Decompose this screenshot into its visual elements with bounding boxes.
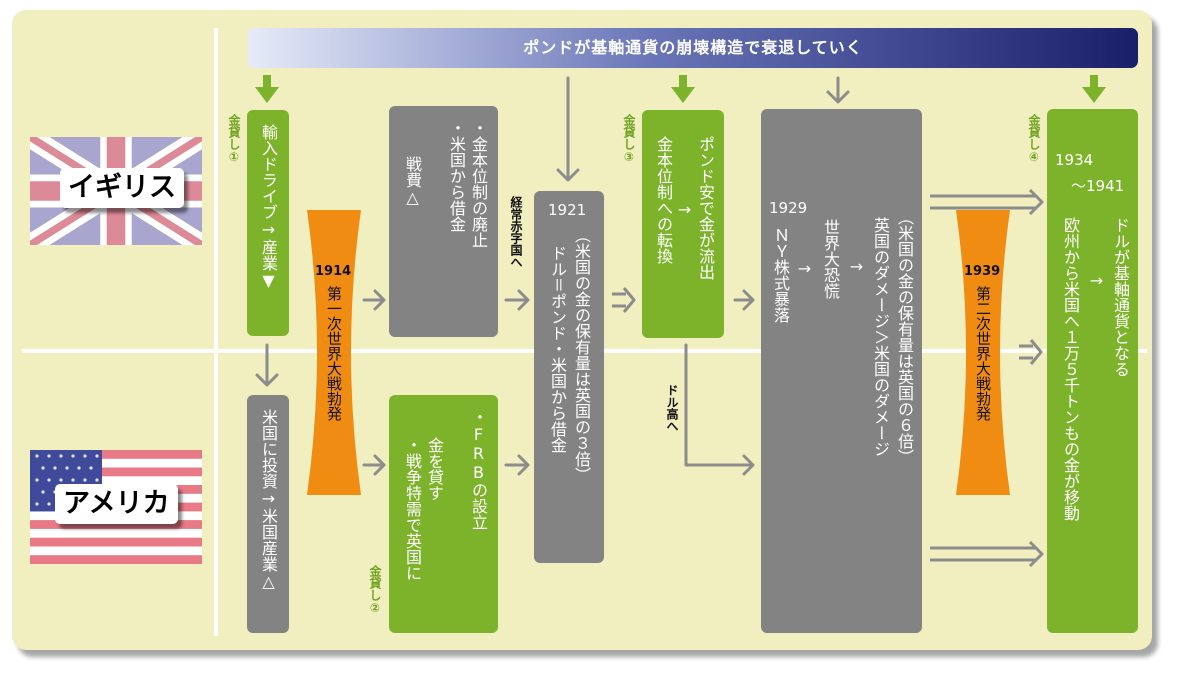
year-1929: 1929 [769, 199, 808, 217]
ww2-text: 第二次世界大戦勃発 [974, 286, 992, 421]
box-1929: 1929 ＮＹ株式暴落 → 世界大恐慌 → 英国のダメージ＞米国のダメージ （米… [761, 109, 922, 633]
banner-green-arrows [255, 75, 1106, 103]
final-box: 1934 ～1941 ドルが基軸通貨となる → 欧州から米国へ１万５千トンもの金… [1047, 109, 1138, 633]
vertical-divider [214, 28, 218, 636]
banner: ポンドが基軸通貨の崩壊構造で衰退していく [248, 28, 1138, 68]
us-label: アメリカ [55, 484, 178, 524]
ww2-year: 1939 [964, 264, 1001, 279]
dollar-high-note: ドル高へ [665, 384, 679, 432]
uk-war-box: ・金本位制の廃止 ・米国から借金 戦費△ [389, 106, 498, 337]
us-industry-box: 米国に投資→米国産業△ [247, 395, 289, 633]
ww1-year: 1914 [315, 264, 352, 279]
year-1921: 1921 [548, 201, 587, 219]
ww2-hourglass-shape [956, 210, 1010, 495]
deficit-note: 経常赤字国へ [509, 196, 523, 268]
loan-2-label: 金貸し② [368, 565, 382, 615]
pound-box: ポンド安で金が流出 → 金本位制への転換 [642, 110, 724, 338]
year-1941: ～1941 [1071, 177, 1125, 195]
loan-4-label: 金貸し④ [1027, 114, 1041, 164]
loan-3-label: 金貸し③ [622, 114, 636, 164]
uk-industry-box: 輸入ドライブ→産業▼ [247, 110, 289, 336]
year-1934: 1934 [1055, 151, 1094, 169]
loan-1-label: 金貸し① [227, 114, 241, 164]
gray-arrows [255, 76, 850, 476]
double-arrows [612, 188, 1044, 568]
ww1-hourglass-shape [307, 210, 361, 495]
box-1921: 1921 （米国の金の保有量は英国の３倍） ドル＝ポンド・米国から借金 [534, 191, 604, 563]
us-war-box: ・FRBの設立 金を貸す ・戦争特需で英国に [389, 395, 498, 633]
ww1-text: 第一次世界大戦勃発 [325, 286, 343, 421]
uk-label: イギリス [60, 168, 184, 208]
